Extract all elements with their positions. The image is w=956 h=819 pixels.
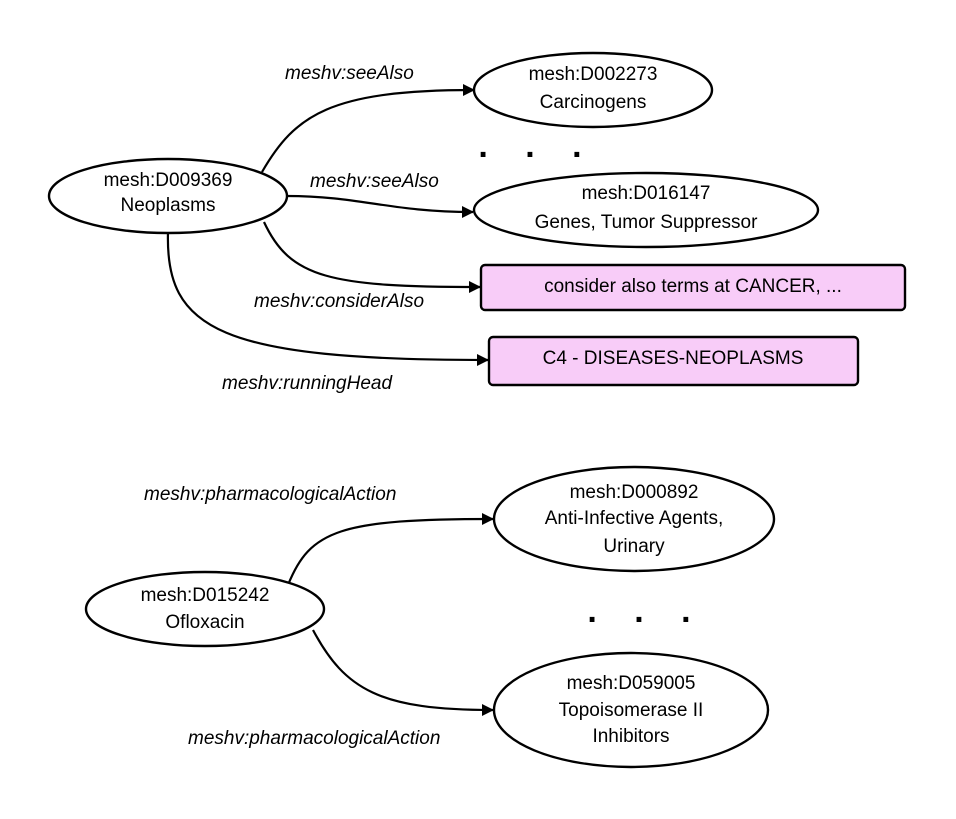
edge-label-runninghead: meshv:runningHead — [222, 373, 393, 394]
node-topoisomerase-line2: Inhibitors — [592, 726, 669, 747]
node-topoisomerase-line1: Topoisomerase II — [559, 700, 704, 721]
node-ofloxacin-label: Ofloxacin — [165, 612, 244, 633]
node-carcinogens-label: Carcinogens — [540, 92, 647, 113]
edge-consideralso — [263, 221, 481, 293]
edge-runninghead — [166, 231, 489, 366]
literal-consider-also: consider also terms at CANCER, ... — [479, 263, 907, 312]
edge-label-consideralso: meshv:considerAlso — [254, 291, 424, 312]
edge-label-pharmacological-1: meshv:pharmacologicalAction — [144, 484, 396, 505]
node-anti-infective-line2: Urinary — [603, 536, 665, 557]
node-anti-infective-line1: Anti-Infective Agents, — [545, 508, 724, 529]
node-carcinogens-id: mesh:D002273 — [529, 64, 658, 85]
node-topoisomerase: mesh:D059005 Topoisomerase II Inhibitors — [492, 651, 770, 769]
literal-consider-also-text: consider also terms at CANCER, ... — [544, 276, 842, 297]
node-anti-infective-id: mesh:D000892 — [570, 482, 699, 503]
node-neoplasms-id: mesh:D009369 — [104, 170, 233, 191]
node-neoplasms: mesh:D009369 Neoplasms — [47, 157, 289, 235]
node-topoisomerase-id: mesh:D059005 — [567, 673, 696, 694]
node-tumor-suppressor-label: Genes, Tumor Suppressor — [535, 212, 758, 233]
edge-seealso-1 — [261, 84, 475, 173]
edge-label-pharmacological-2: meshv:pharmacologicalAction — [188, 728, 440, 749]
edge-label-seealso-2: meshv:seeAlso — [310, 171, 439, 192]
ellipsis-dots-1: . . . — [478, 127, 595, 165]
literal-running-head-text: C4 - DISEASES-NEOPLASMS — [543, 348, 804, 369]
node-neoplasms-label: Neoplasms — [120, 195, 215, 216]
ellipsis-dots-2: . . . — [587, 592, 704, 630]
node-carcinogens: mesh:D002273 Carcinogens — [472, 51, 714, 129]
edge-label-seealso-1: meshv:seeAlso — [285, 63, 414, 84]
edge-pharmacological-2 — [312, 629, 494, 716]
node-ofloxacin: mesh:D015242 Ofloxacin — [84, 570, 326, 648]
node-ofloxacin-id: mesh:D015242 — [141, 585, 270, 606]
node-tumor-suppressor: mesh:D016147 Genes, Tumor Suppressor — [472, 171, 820, 249]
literal-running-head: C4 - DISEASES-NEOPLASMS — [487, 335, 860, 387]
edge-seealso-2 — [286, 194, 474, 218]
node-anti-infective: mesh:D000892 Anti-Infective Agents, Urin… — [492, 465, 776, 573]
node-tumor-suppressor-id: mesh:D016147 — [582, 183, 711, 204]
edge-pharmacological-1 — [286, 513, 494, 586]
